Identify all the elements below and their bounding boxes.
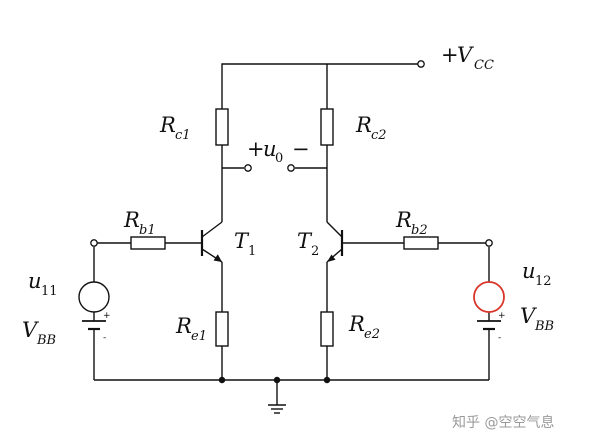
svg-text:BB: BB: [36, 333, 56, 348]
input-terminal-left: [90, 239, 98, 247]
resistor-rb2: [403, 236, 439, 250]
svg-text:e1: e1: [191, 329, 207, 344]
input-terminal-right: [485, 239, 493, 247]
label-u11: u 11: [28, 269, 58, 299]
svg-text:CC: CC: [474, 58, 494, 73]
output-terminal-left: [244, 164, 252, 172]
battery-vbb-right: + -: [477, 311, 506, 343]
resistor-rc1: [215, 108, 229, 146]
label-re1: R e1: [175, 314, 207, 344]
svg-text:12: 12: [535, 274, 552, 289]
transistor-t2: [326, 221, 344, 263]
t1-emitter-arrow-icon: [213, 254, 222, 262]
label-rb1: R b1: [123, 208, 156, 238]
label-rc2: R c2: [355, 113, 387, 143]
battery-vbb-left: + -: [82, 311, 111, 343]
label-t1: T 1: [234, 229, 256, 259]
svg-text:b2: b2: [411, 223, 428, 238]
junction-dot-center: [273, 376, 281, 384]
label-vbb-right: V BB: [520, 304, 554, 334]
svg-text:R: R: [355, 113, 372, 137]
terminals: [90, 60, 493, 384]
vcc-rail: [221, 63, 418, 109]
svg-text:1: 1: [248, 244, 256, 259]
svg-text:2: 2: [311, 244, 319, 259]
resistor-rb1: [130, 236, 166, 250]
label-vbb-left: V BB: [22, 318, 56, 348]
svg-text:−: −: [292, 137, 310, 161]
t2-emitter-arrow-icon: [327, 254, 336, 262]
wires: [93, 63, 490, 405]
battery-left-plus: +: [103, 311, 111, 321]
battery-right-minus: -: [498, 333, 501, 343]
svg-text:u: u: [28, 269, 42, 293]
label-t2: T 2: [297, 229, 319, 259]
svg-text:u: u: [522, 259, 536, 283]
svg-text:T: T: [297, 229, 313, 253]
svg-text:e2: e2: [364, 327, 380, 342]
svg-text:R: R: [159, 113, 176, 137]
battery-left-minus: -: [103, 333, 106, 343]
output-terminal-right: [287, 164, 295, 172]
svg-text:+: +: [441, 43, 459, 67]
svg-text:V: V: [520, 304, 537, 328]
source-u11: [78, 281, 110, 313]
svg-text:11: 11: [41, 284, 58, 299]
svg-text:BB: BB: [534, 319, 554, 334]
label-output: + u 0 −: [247, 137, 310, 166]
transistor-t1: [200, 221, 223, 263]
label-u12: u 12: [522, 259, 552, 289]
junction-dot-left: [218, 376, 226, 384]
svg-text:R: R: [395, 208, 412, 232]
svg-text:c1: c1: [175, 128, 191, 143]
battery-right-plus: +: [498, 311, 506, 321]
label-rb2: R b2: [395, 208, 428, 238]
label-re2: R e2: [348, 312, 380, 342]
source-u12: [473, 281, 505, 313]
ground-icon: [268, 404, 286, 414]
label-vcc: + V CC: [441, 43, 494, 73]
svg-text:c2: c2: [371, 128, 387, 143]
svg-text:V: V: [22, 318, 39, 342]
svg-text:0: 0: [275, 151, 283, 166]
resistor-rc2: [320, 108, 334, 146]
junction-dot-right: [323, 376, 331, 384]
svg-text:R: R: [348, 312, 365, 336]
svg-text:+: +: [247, 137, 265, 161]
resistor-re1: [215, 311, 229, 347]
svg-text:T: T: [234, 229, 250, 253]
resistor-re2: [320, 311, 334, 347]
svg-text:b1: b1: [139, 223, 156, 238]
svg-text:R: R: [175, 314, 192, 338]
svg-text:u: u: [263, 137, 277, 161]
svg-text:V: V: [457, 43, 474, 67]
vcc-terminal: [417, 60, 425, 68]
svg-text:R: R: [123, 208, 140, 232]
label-rc1: R c1: [159, 113, 191, 143]
watermark-text: 知乎 @空空气息: [452, 414, 554, 431]
